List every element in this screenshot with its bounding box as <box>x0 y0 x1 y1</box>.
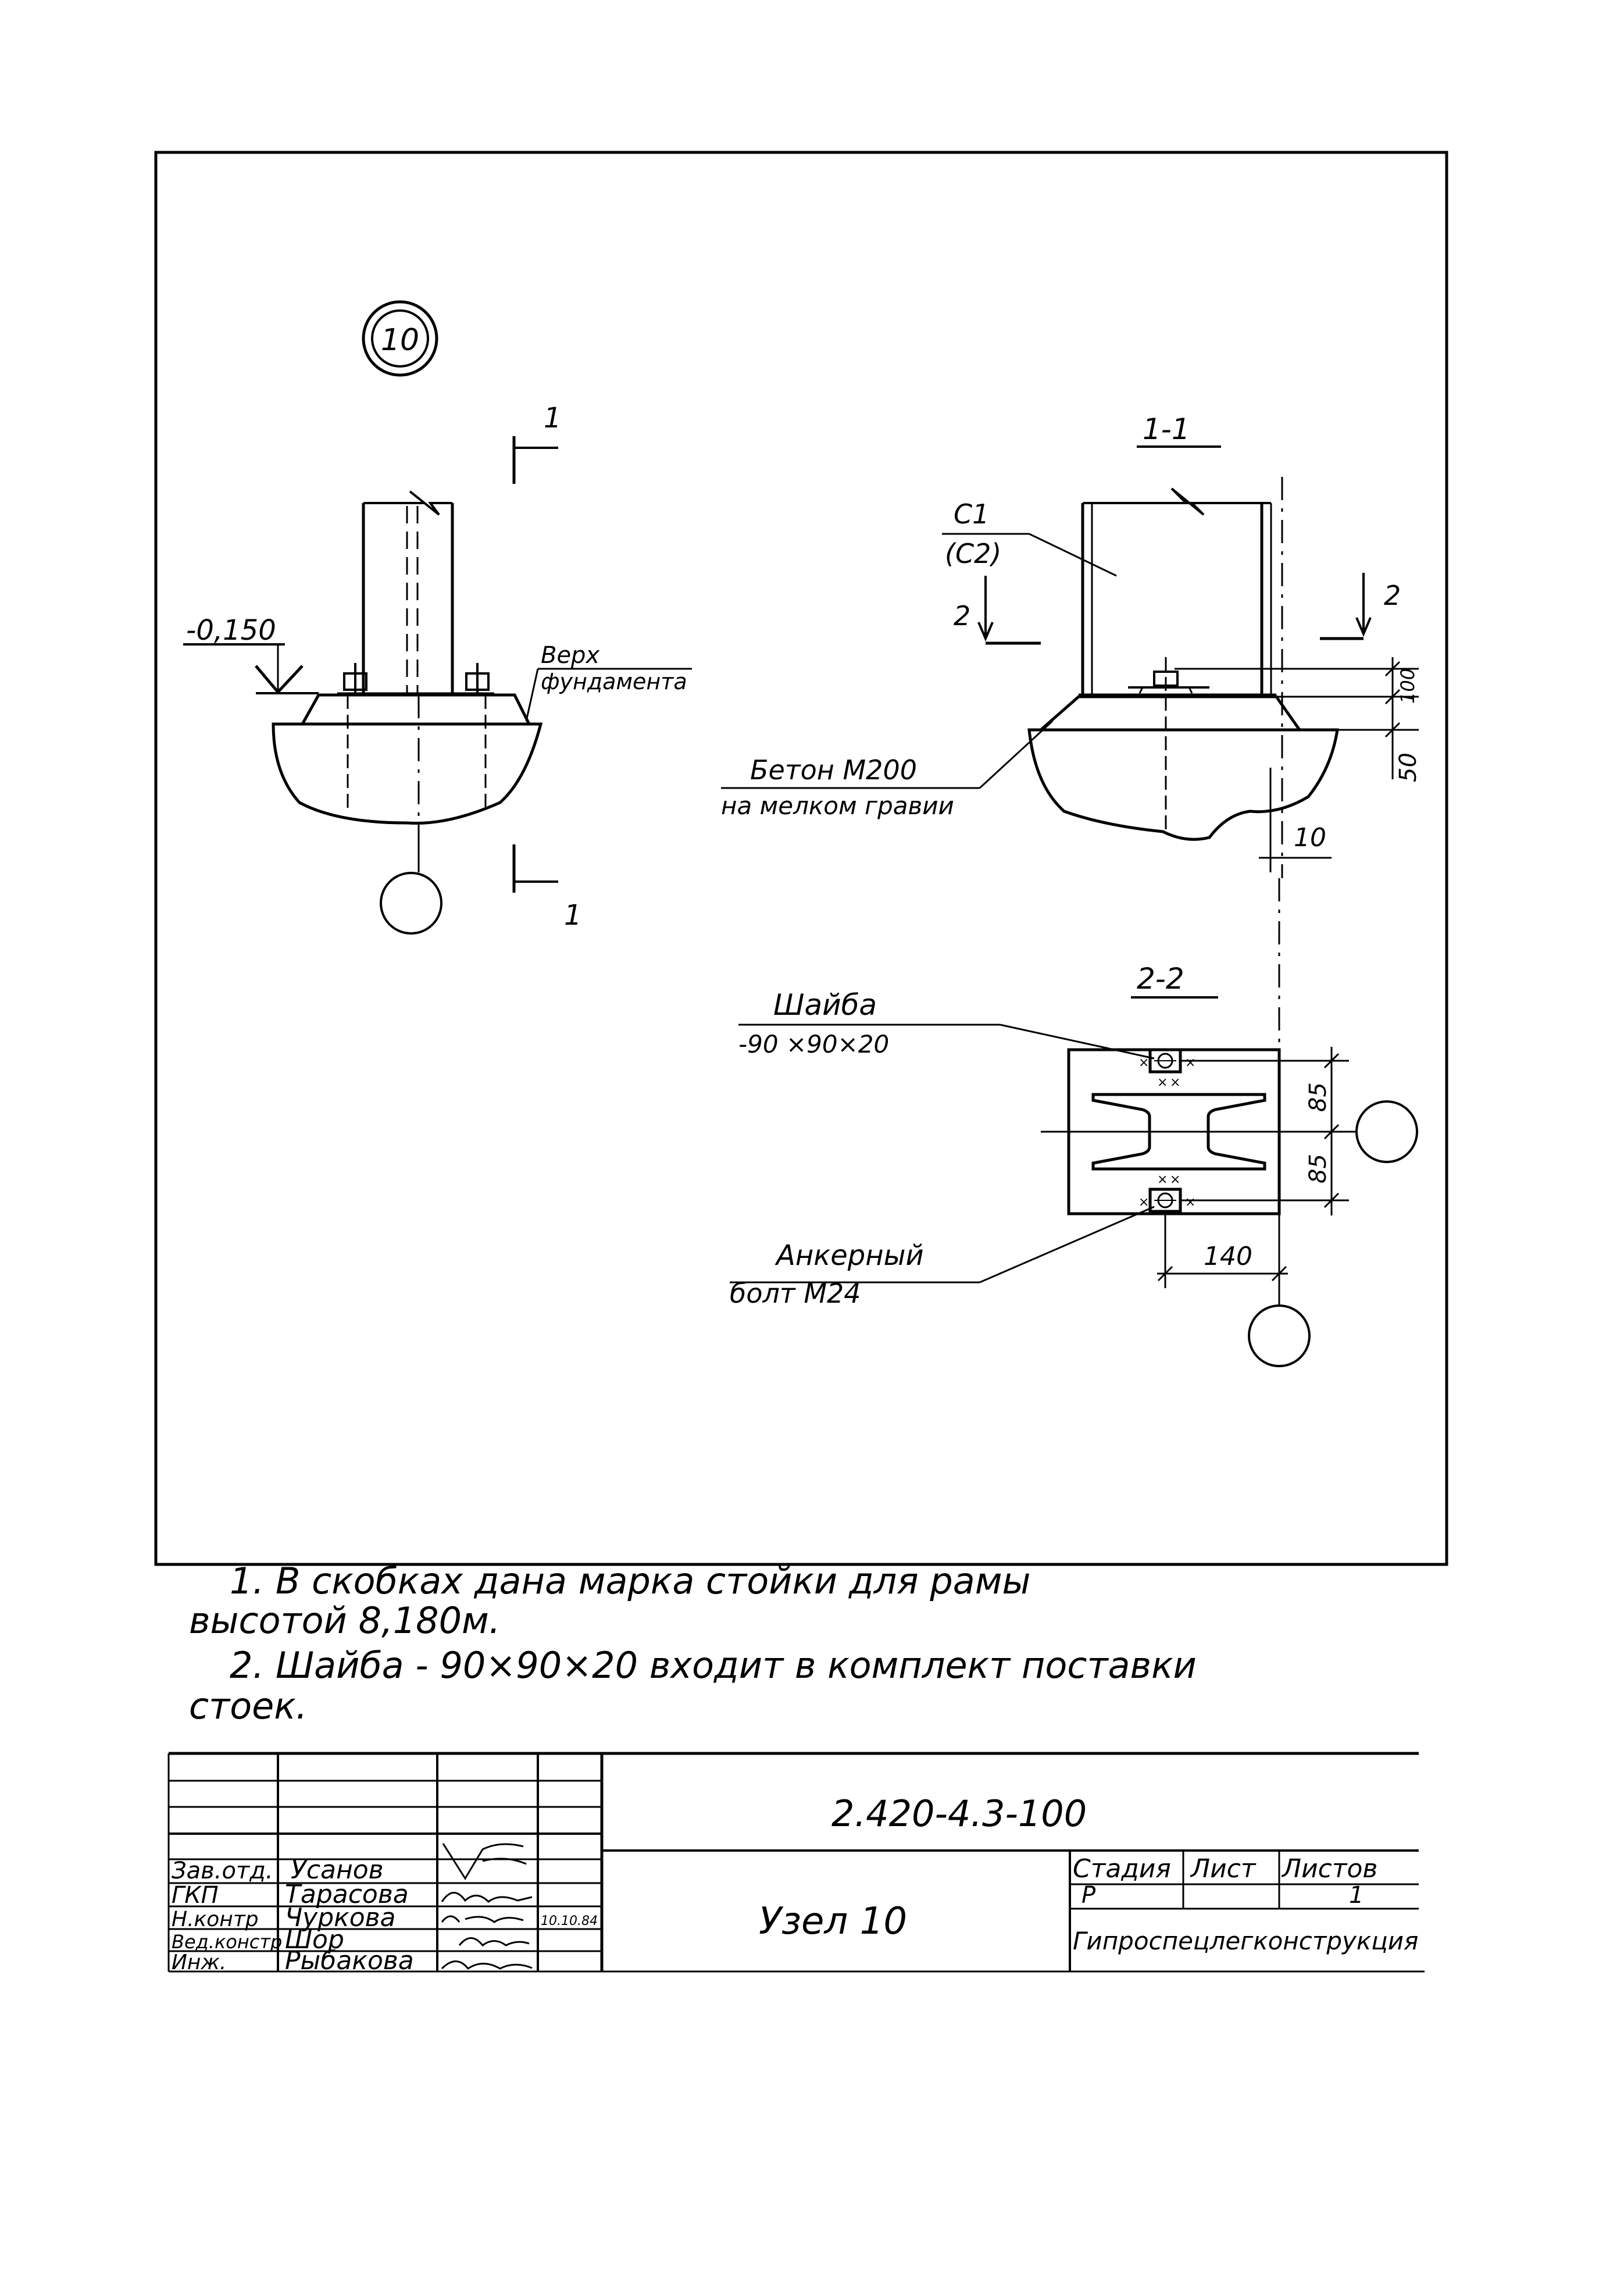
callout-circle-bottom <box>1248 1304 1311 1367</box>
doc-code: 2.420-4.3-100 <box>831 1792 1087 1835</box>
dim-85-bottom-label: 85 <box>1305 1154 1332 1183</box>
check-date: 10.10.84 <box>541 1914 598 1928</box>
dim-chain-vertical: 100 50 <box>1175 657 1422 782</box>
bolt-label-1: Анкерный <box>774 1239 924 1272</box>
section-mark-bottom: 1 <box>512 844 582 932</box>
concrete-label-2: на мелком гравии <box>721 792 954 820</box>
i-beam-section <box>1091 1093 1266 1171</box>
dim-100-label: 100 <box>1397 668 1419 704</box>
cut-mark-left: 2 <box>954 576 1041 645</box>
bolt-label-2: болт М24 <box>730 1278 861 1309</box>
signature-1 <box>441 1892 533 1903</box>
svg-text:×: × <box>1157 1075 1168 1090</box>
section-mark-bottom-label: 1 <box>564 899 582 932</box>
name-2: Чуркова <box>285 1903 396 1933</box>
cut-mark-right-label: 2 <box>1384 580 1401 611</box>
washer-bottom: × × × × <box>1138 1172 1195 1213</box>
svg-text:×: × <box>1170 1075 1180 1090</box>
column-mark-label: С1 <box>954 498 989 530</box>
concrete-label-1: Бетон М200 <box>750 754 917 786</box>
role-4: Инж. <box>172 1951 226 1974</box>
svg-text:×: × <box>1185 1056 1195 1070</box>
role-2: Н.контр <box>172 1908 259 1931</box>
section-2-2-title: 2-2 <box>1137 962 1184 996</box>
washer-top: × × × × <box>1138 1048 1195 1090</box>
role-1: ГКП <box>172 1882 219 1909</box>
note-line-1: 1. В скобках дана марка стойки для рамы <box>230 1560 1030 1602</box>
role-3: Вед.констр <box>172 1931 282 1953</box>
svg-text:×: × <box>1157 1172 1168 1187</box>
washer-label-size: -90 ×90×20 <box>738 1030 889 1058</box>
note-line-3: 2. Шайба - 90×90×20 входит в комплект по… <box>230 1644 1197 1687</box>
concrete-label: Бетон М200 на мелком гравии <box>721 720 1054 820</box>
foundation-top-label-2: фундамента <box>541 669 687 694</box>
cut-mark-left-label: 2 <box>954 600 970 632</box>
dim-10-label: 10 <box>1294 823 1326 853</box>
signature-2 <box>441 1915 524 1923</box>
name-1: Тарасова <box>285 1880 409 1909</box>
dim-85-top-label: 85 <box>1305 1082 1332 1112</box>
dim-140: 140 <box>1157 1213 1288 1288</box>
svg-text:×: × <box>1138 1056 1149 1070</box>
section-2-2: 2-2 × × × × × × × × Шайба <box>730 878 1418 1367</box>
column-mark: С1 (С2) <box>942 498 1117 577</box>
sheets-value: 1 <box>1349 1882 1364 1909</box>
role-0: Зав.отд. <box>172 1858 273 1884</box>
bolt-label: Анкерный болт М24 <box>730 1206 1155 1309</box>
foundation-top-label-1: Верх <box>541 642 599 669</box>
sheet-header: Лист <box>1190 1854 1257 1884</box>
name-0: Усанов <box>291 1855 384 1885</box>
cut-mark-right: 2 <box>1320 573 1401 640</box>
title-block: 2.420-4.3-100 Узел 10 Стадия Лист Листов… <box>167 1752 1425 1976</box>
node-marker-label: 10 <box>381 323 419 358</box>
washer-label: Шайба -90 ×90×20 <box>738 988 1155 1060</box>
stage-header: Стадия <box>1073 1854 1171 1884</box>
signature-3 <box>458 1937 530 1947</box>
svg-text:×: × <box>1185 1195 1195 1210</box>
dim-140-label: 140 <box>1204 1242 1252 1271</box>
name-4: Рыбакова <box>285 1946 414 1976</box>
name-3: Шор <box>285 1925 344 1955</box>
callout-circle-right <box>1355 1100 1418 1163</box>
note-line-4: стоек. <box>189 1685 307 1727</box>
notes: 1. В скобках дана марка стойки для рамы … <box>189 1560 1197 1727</box>
sheets-header: Листов <box>1281 1854 1377 1884</box>
dim-85-chain: 85 85 <box>1180 1047 1349 1215</box>
svg-text:×: × <box>1170 1172 1180 1187</box>
section-1-1: 1-1 С1 (С2) 2 2 <box>721 412 1422 878</box>
main-view: 1 1 -0,150 <box>183 402 692 935</box>
column-mark-alt-label: (С2) <box>945 538 1001 569</box>
node-marker: 10 <box>362 300 438 377</box>
section-1-1-title: 1-1 <box>1143 412 1190 446</box>
dim-10: 10 <box>1259 768 1332 872</box>
drawing-title: Узел 10 <box>759 1900 907 1943</box>
dim-50-label: 50 <box>1395 753 1422 782</box>
sheet-frame <box>154 151 1448 1566</box>
level-mark: -0,150 <box>183 614 319 694</box>
callout-circle-main <box>380 872 442 935</box>
organization: Гипроспецлегконструкция <box>1073 1927 1418 1955</box>
section-mark-top: 1 <box>512 402 562 484</box>
foundation-top-label: Верх фундамента <box>525 642 692 722</box>
section-mark-top-label: 1 <box>544 402 562 434</box>
note-line-2: высотой 8,180м. <box>189 1599 501 1642</box>
stage-value: Р <box>1082 1882 1096 1909</box>
signature-4 <box>441 1960 533 1970</box>
svg-text:×: × <box>1138 1195 1149 1210</box>
washer-label-name: Шайба <box>773 988 877 1022</box>
level-mark-label: -0,150 <box>186 614 276 647</box>
signature-0 <box>442 1843 527 1880</box>
